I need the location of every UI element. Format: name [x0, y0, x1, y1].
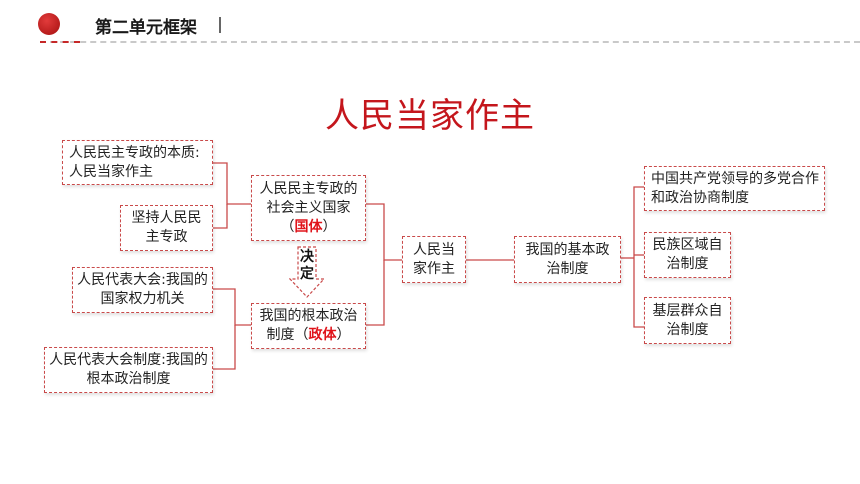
center-box: 人民当家作主 — [402, 236, 466, 283]
essence-text: 人民民主专政的本质:人民当家作主 — [69, 144, 200, 180]
state-nature-pre: 人民民主专政的社会主义国家（ — [259, 180, 358, 235]
essence-box: 人民民主专政的本质:人民当家作主 — [62, 140, 213, 185]
basic-system-box: 我国的基本政治制度 — [514, 236, 621, 283]
center-text: 人民当家作主 — [413, 241, 455, 277]
cpc-coop-text: 中国共产党领导的多党合作和政治协商制度 — [651, 170, 819, 206]
grassroots-text: 基层群众自治制度 — [652, 302, 723, 338]
cpc-coop-box: 中国共产党领导的多党合作和政治协商制度 — [644, 166, 825, 211]
gov-form-text: 我国的根本政治制度（政体） — [256, 307, 361, 345]
npc-box: 人民代表大会:我国的国家权力机关 — [72, 267, 213, 313]
header-divider — [219, 17, 221, 33]
decide-arrow-icon — [289, 246, 325, 298]
gov-form-key: 政体 — [308, 327, 337, 343]
basic-system-text: 我国的基本政治制度 — [525, 241, 610, 277]
grassroots-box: 基层群众自治制度 — [644, 297, 731, 344]
gov-form-pre: 我国的根本政治制度（ — [259, 308, 358, 343]
npc-system-box: 人民代表大会制度:我国的根本政治制度 — [44, 347, 213, 393]
ethnic-text: 民族区域自治制度 — [652, 237, 723, 272]
header-dashed-line-accent — [40, 41, 80, 43]
npc-text: 人民代表大会:我国的国家权力机关 — [77, 272, 208, 307]
npc-system-text: 人民代表大会制度:我国的根本政治制度 — [49, 352, 208, 387]
gov-form-box: 我国的根本政治制度（政体） — [251, 303, 366, 349]
gov-form-post: ） — [336, 327, 351, 343]
state-nature-text: 人民民主专政的社会主义国家（国体） — [256, 180, 361, 237]
adhere-box: 坚持人民民主专政 — [120, 205, 213, 251]
state-nature-key: 国体 — [294, 218, 323, 235]
state-nature-post: ） — [322, 218, 337, 235]
decide-label: 决定 — [300, 249, 314, 282]
header-bullet-icon — [38, 13, 60, 35]
header-title: 第二单元框架 — [95, 18, 197, 38]
adhere-text: 坚持人民民主专政 — [131, 210, 202, 245]
header-dashed-line — [40, 41, 860, 43]
ethnic-box: 民族区域自治制度 — [644, 232, 731, 278]
state-nature-box: 人民民主专政的社会主义国家（国体） — [251, 175, 366, 241]
diagram-title: 人民当家作主 — [325, 96, 535, 136]
